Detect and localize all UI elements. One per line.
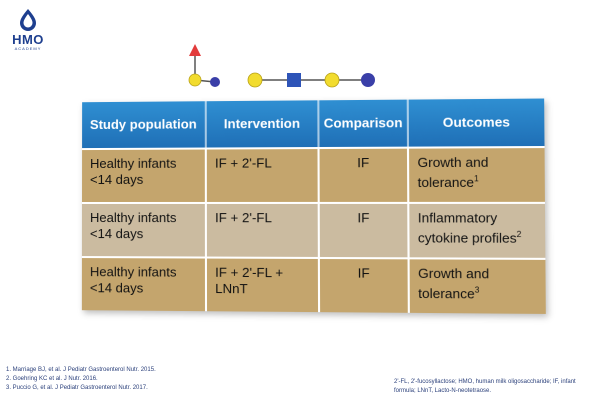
- reference-marker: 1: [473, 174, 479, 184]
- table-row: Healthy infants <14 days IF + 2'-FL IF G…: [82, 148, 545, 205]
- table-header-row: Study population Intervention Comparison…: [82, 98, 545, 151]
- intervention-cell: IF + 2'-FL: [206, 149, 320, 202]
- reference-item: 1. Marriage BJ, et al. J Pediatr Gastroe…: [6, 367, 156, 373]
- comparison-cell: IF: [319, 148, 410, 202]
- population-cell: Healthy infants <14 days: [81, 203, 207, 257]
- header-comparison: Comparison: [319, 99, 410, 148]
- header-study-population: Study population: [82, 101, 207, 149]
- population-cell: Healthy infants <14 days: [82, 149, 207, 203]
- galactose-circle-icon: [324, 72, 340, 88]
- table-row: Healthy infants <14 days IF + 2'-FL IF I…: [81, 203, 546, 260]
- header-intervention: Intervention: [206, 100, 320, 148]
- reference-item: 3. Puccio G, et al. J Pediatr Gastroente…: [6, 385, 148, 391]
- intervention-cell: IF + 2'-FL: [206, 203, 320, 257]
- logo-wordmark: HMO: [12, 32, 44, 47]
- logo-subtitle: ACADEMY: [14, 46, 42, 51]
- comparison-cell: IF: [319, 203, 410, 258]
- glucose-circle-icon: [210, 77, 220, 87]
- references: 1. Marriage BJ, et al. J Pediatr Gastroe…: [6, 366, 156, 393]
- comparison-cell: IF: [319, 259, 410, 313]
- population-cell: Healthy infants <14 days: [81, 258, 208, 312]
- glcnac-square-icon: [287, 73, 301, 87]
- reference-marker: 3: [474, 285, 480, 295]
- galactose-circle-icon: [188, 73, 202, 87]
- galactose-circle-icon: [247, 72, 263, 88]
- outcome-cell: Growth and tolerance1: [417, 154, 489, 190]
- outcome-cell: Growth and tolerance3: [418, 265, 490, 302]
- fucose-triangle-icon: [189, 44, 201, 56]
- hmo-academy-logo: HMO ACADEMY: [8, 8, 48, 51]
- hmo-drop-logo-icon: [20, 9, 36, 31]
- abbreviations: 2'-FL, 2'-fucosyllactose; HMO, human mil…: [394, 379, 576, 394]
- study-table: Study population Intervention Comparison…: [81, 98, 546, 314]
- intervention-cell: IF + 2'-FL + LNnT: [206, 258, 321, 313]
- header-outcomes: Outcomes: [442, 114, 511, 131]
- glycan-diagram: [188, 44, 375, 88]
- table-row: Healthy infants <14 days IF + 2'-FL + LN…: [81, 258, 546, 314]
- reference-item: 2. Goehring KC et al. J Nutr. 2016.: [6, 376, 98, 382]
- reference-marker: 2: [516, 229, 522, 240]
- outcome-cell: Inflammatory cytokine profiles2: [417, 210, 522, 246]
- glucose-circle-icon: [361, 73, 375, 87]
